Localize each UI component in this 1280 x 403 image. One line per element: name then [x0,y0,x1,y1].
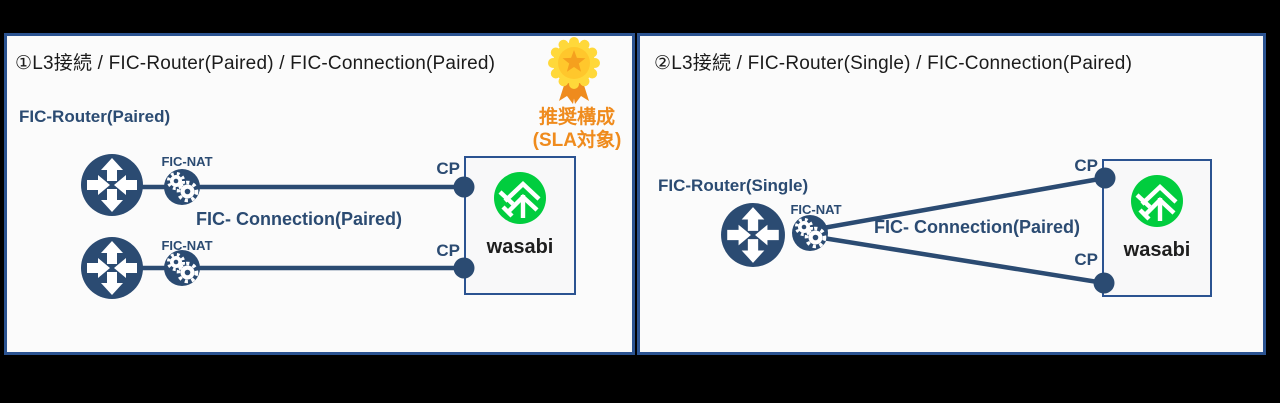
fic-nat-label: FIC-NAT [161,154,213,169]
cp-label: CP [1074,156,1098,175]
wasabi-logo-icon [493,171,547,225]
router-single-label: FIC-Router(Single) [658,176,809,195]
wasabi-logo-icon [1130,174,1184,228]
panel-l3-paired: ①L3接続 / FIC-Router(Paired) / FIC-Connect… [4,33,635,355]
panel-l3-single: ②L3接続 / FIC-Router(Single) / FIC-Connect… [637,33,1266,355]
router-pair-label: FIC-Router(Paired) [19,107,171,126]
wasabi-box: wasabi [464,156,576,295]
wasabi-label: wasabi [486,236,554,258]
router-icon [81,237,143,299]
fic-nat-label: FIC-NAT [790,202,842,217]
connection-label: FIC- Connection(Paired) [874,217,1080,237]
connection-label: FIC- Connection(Paired) [196,209,402,229]
wasabi-label: wasabi [1123,239,1191,261]
fic-nat-label: FIC-NAT [161,238,213,253]
badge-line1: 推奨構成 [538,107,615,128]
cp-label: CP [1074,250,1098,269]
panel-title: ①L3接続 / FIC-Router(Paired) / FIC-Connect… [15,53,496,74]
cp-label: CP [436,159,460,178]
recommended-badge: 推奨構成 (SLA対象) [512,106,642,152]
router-icon [721,203,785,267]
medal-ribbon-icon [548,37,600,104]
router-icon [81,154,143,216]
wasabi-box: wasabi [1102,159,1212,297]
nat-gears-icon [792,215,828,251]
nat-gears-icon [164,250,200,286]
panel-title: ②L3接続 / FIC-Router(Single) / FIC-Connect… [654,53,1133,74]
nat-gears-icon [164,169,200,205]
badge-line2: (SLA対象) [532,130,622,151]
cp-label: CP [436,241,460,260]
